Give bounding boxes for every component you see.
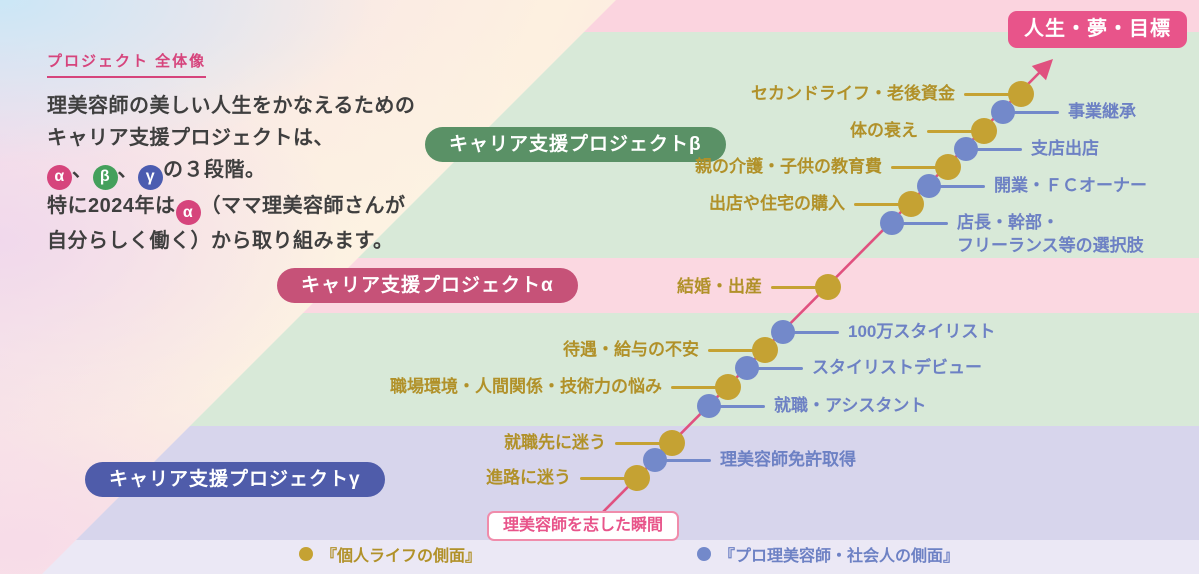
milestone-label: 結婚・出産: [677, 277, 762, 296]
separator: 、: [72, 159, 93, 181]
milestone-connector: [927, 129, 973, 133]
milestone-dot: [954, 137, 978, 161]
milestone-connector: [939, 184, 985, 188]
milestone-label: 進路に迷う: [486, 468, 571, 487]
milestone-label: 100万スタイリスト: [848, 322, 996, 341]
milestone-label: 支店出店: [1031, 139, 1099, 158]
milestone-dot: [1008, 81, 1034, 107]
legend-item-professional-life: 『プロ理美容師・社会人の側面』: [697, 542, 959, 566]
milestone-connector: [1013, 110, 1059, 114]
arrow-up-icon: [1031, 59, 1053, 81]
milestone-dot: [624, 465, 650, 491]
milestone-connector: [891, 165, 937, 169]
milestone-dot: [880, 211, 904, 235]
band-stage-middle: [190, 313, 1199, 426]
stage-pill-alpha: キャリア支援プロジェクトα: [277, 268, 578, 303]
milestone-label: 理美容師免許取得: [720, 450, 856, 469]
milestone-dot: [771, 320, 795, 344]
milestone-dot: [935, 154, 961, 180]
beta-chip-icon: β: [92, 164, 118, 190]
blue-dot-icon: [697, 547, 711, 561]
milestone-dot: [735, 356, 759, 380]
milestone-dot: [715, 374, 741, 400]
milestone-connector: [793, 330, 839, 334]
milestone-label: 就職・アシスタント: [774, 396, 927, 415]
stage-pill-gamma: キャリア支援プロジェクトγ: [85, 462, 385, 497]
milestone-dot: [643, 448, 667, 472]
milestone-label: 職場環境・人間関係・技術力の悩み: [390, 377, 662, 396]
gamma-chip-icon: γ: [138, 164, 163, 190]
milestone-connector: [854, 202, 900, 206]
intro-block: プロジェクト 全体像 理美容師の美しい人生をかなえるための キャリア支援プロジェ…: [47, 50, 497, 257]
milestone-label: セカンドライフ・老後資金: [751, 84, 955, 103]
milestone-label: 待遇・給与の不安: [563, 340, 699, 359]
milestone-connector: [902, 221, 948, 225]
gold-dot-icon: [299, 547, 313, 561]
milestone-dot: [697, 394, 721, 418]
band-bottom-strip: [42, 540, 1199, 574]
milestone-label: 出店や住宅の購入: [709, 194, 845, 213]
intro-line-3-tail: の３段階。: [163, 159, 266, 181]
milestone-connector: [580, 476, 626, 480]
intro-line-2: キャリア支援プロジェクトは、: [47, 127, 334, 149]
milestone-label: 体の衰え: [850, 121, 918, 140]
milestone-connector: [771, 285, 817, 289]
stage-pill-beta: キャリア支援プロジェクトβ: [425, 127, 726, 162]
goal-box: 人生・夢・目標: [1008, 11, 1187, 48]
milestone-connector: [665, 458, 711, 462]
milestone-label: 事業継承: [1068, 102, 1136, 121]
legend-label: 『プロ理美容師・社会人の側面』: [719, 548, 960, 565]
intro-heading: プロジェクト 全体像: [47, 50, 207, 78]
milestone-dot: [917, 174, 941, 198]
milestone-connector: [671, 385, 717, 389]
milestone-label: 店長・幹部・フリーランス等の選択肢: [957, 213, 1144, 255]
milestone-label: 親の介護・子供の教育費: [695, 157, 882, 176]
milestone-label: 開業・ＦＣオーナー: [994, 176, 1147, 195]
milestone-dot: [991, 100, 1015, 124]
milestone-dot: [752, 337, 778, 363]
start-box: 理美容師を志した瞬間: [487, 511, 680, 541]
legend-item-personal-life: 『個人ライフの側面』: [299, 542, 481, 566]
milestone-connector: [719, 404, 765, 408]
milestone-connector: [615, 441, 661, 445]
milestone-connector: [964, 92, 1010, 96]
milestone-dot: [898, 191, 924, 217]
milestone-connector: [708, 348, 754, 352]
alpha-chip-icon: α: [47, 164, 72, 190]
milestone-connector: [976, 147, 1022, 151]
milestone-label: スタイリストデビュー: [812, 358, 982, 377]
milestone-label: 就職先に迷う: [504, 433, 606, 452]
intro-line-4-post: （ママ理美容師さんが: [200, 194, 406, 217]
intro-line-4-pre: 特に2024年は: [47, 194, 176, 217]
separator: 、: [117, 159, 138, 181]
milestone-connector: [757, 366, 803, 370]
legend-label: 『個人ライフの側面』: [321, 548, 482, 565]
intro-line-1: 理美容師の美しい人生をかなえるための: [47, 95, 416, 117]
milestone-dot: [971, 118, 997, 144]
intro-line-5: 自分らしく働く）から取り組みます。: [47, 230, 394, 252]
alpha-chip-icon: α: [175, 200, 201, 225]
milestone-dot: [815, 274, 841, 300]
